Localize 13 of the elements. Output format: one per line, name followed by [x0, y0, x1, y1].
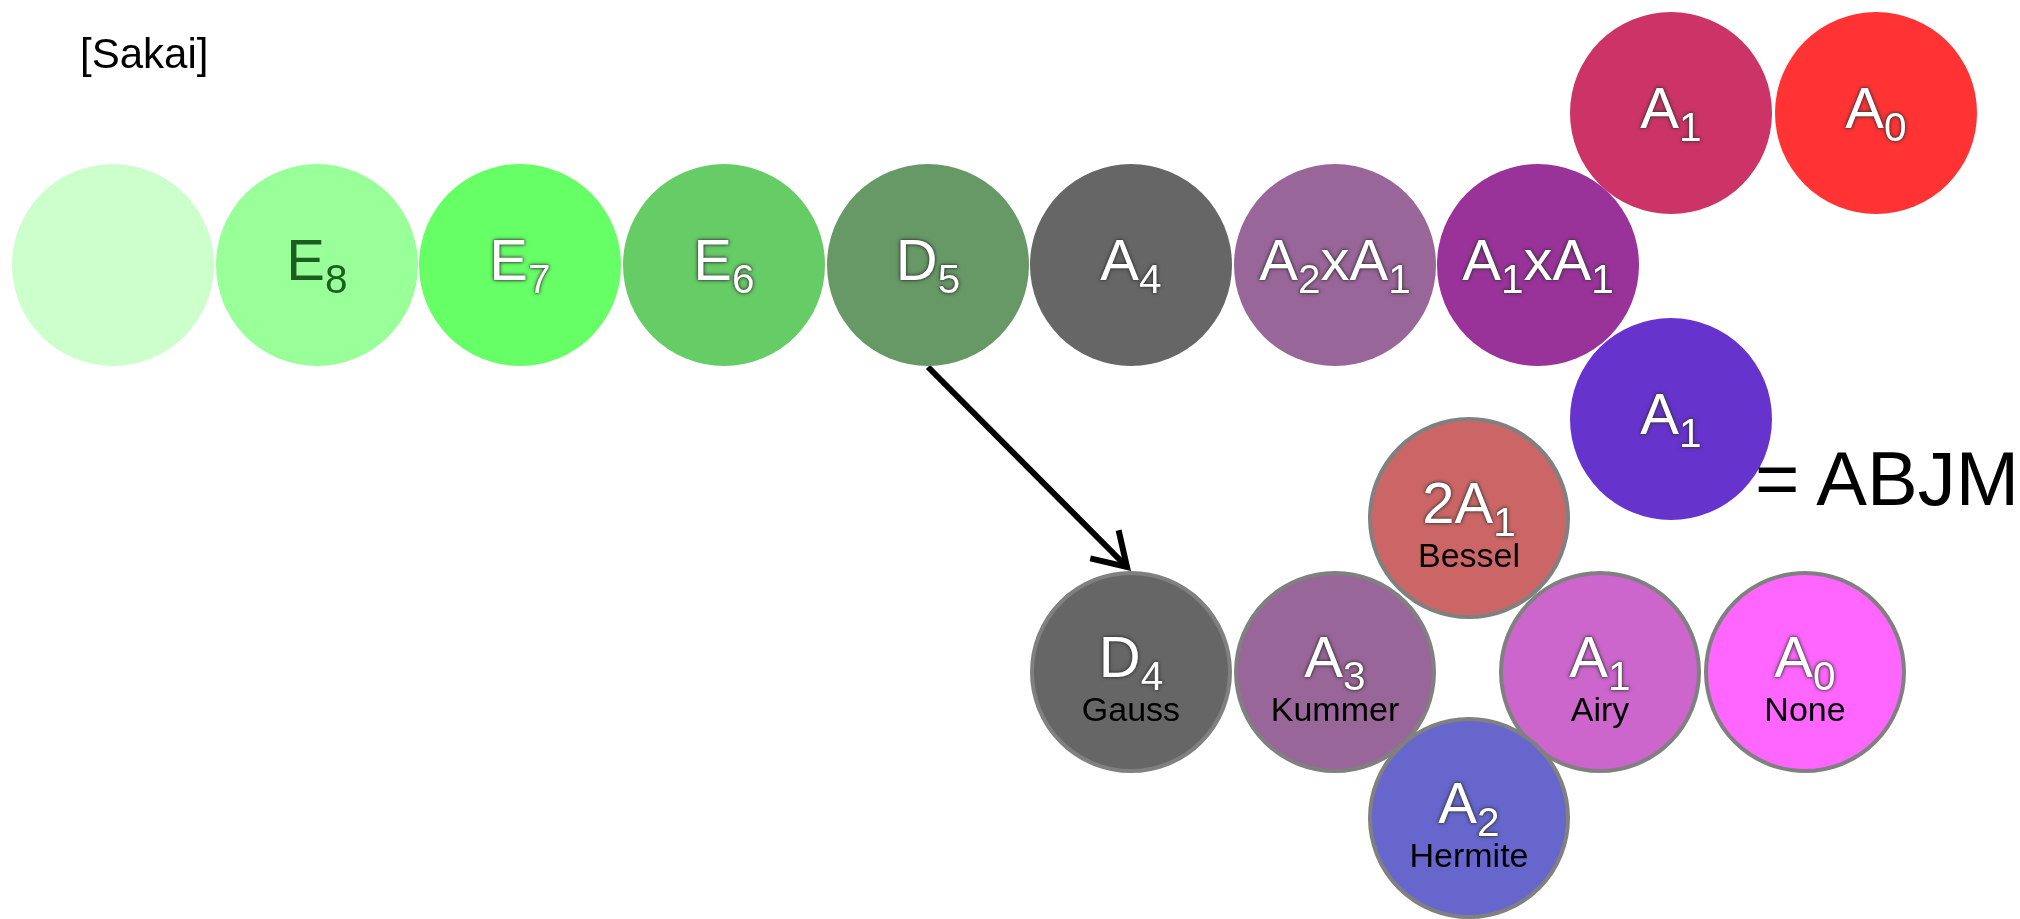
- node-label: A$_{1}$xA$_{1}$: [1462, 230, 1614, 300]
- node-label: E$_{6}$: [693, 230, 755, 300]
- node-label: D$_{5}$: [895, 230, 961, 300]
- node-label: A$_{0}$: [1845, 78, 1907, 148]
- node-label: A$_{1}$: [1640, 384, 1702, 454]
- node-label: A$_{4}$: [1100, 230, 1162, 300]
- node-label: E$_{8}$: [286, 230, 348, 300]
- equation-label: = ABJM: [1755, 435, 2019, 522]
- reference-note: [Sakai]: [80, 30, 209, 78]
- node-label: E$_{7}$: [489, 230, 551, 300]
- node-label: A$_{1}$: [1640, 78, 1702, 148]
- arrow: [925, 364, 1130, 570]
- node-label: A$_{2}$xA$_{1}$: [1259, 230, 1411, 300]
